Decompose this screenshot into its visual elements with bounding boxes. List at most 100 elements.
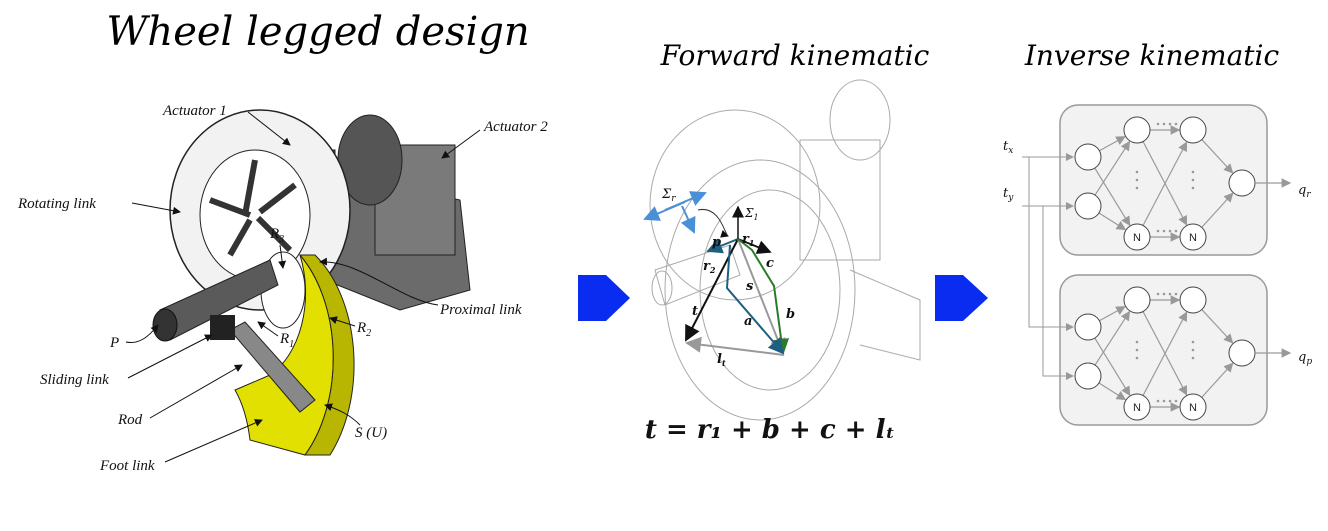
neuron xyxy=(1179,286,1207,314)
network-connection xyxy=(1099,136,1126,152)
neuron-label-n: N xyxy=(1189,232,1197,244)
ellipsis-dot xyxy=(1162,122,1166,126)
ellipsis-dot xyxy=(1135,178,1139,182)
ellipsis-dot xyxy=(1156,229,1160,233)
label-r2-vec: r2 xyxy=(703,259,716,275)
wheel-legged-design-section: Wheel legged design Actuator 1 xyxy=(17,9,548,474)
neuron xyxy=(1179,393,1207,421)
forward-kinematic-section: Forward kinematic Σr Σ1 p r1 r2 c xyxy=(643,39,930,445)
ellipsis-dot xyxy=(1162,399,1166,403)
foot-link-side xyxy=(298,254,355,456)
ellipsis-dot xyxy=(1168,292,1172,296)
neuron-label-n: N xyxy=(1133,402,1141,414)
label-c-vec: c xyxy=(766,256,774,271)
ellipsis-dot xyxy=(1191,340,1195,344)
ellipsis-dot xyxy=(1156,399,1160,403)
inverse-title: Inverse kinematic xyxy=(1024,39,1280,72)
cylinder-end xyxy=(152,308,178,342)
sigma-r-label: Σr xyxy=(661,187,676,204)
design-labels: Actuator 1 Actuator 2 Rotating link R3 P… xyxy=(17,103,548,474)
network-connection xyxy=(1094,140,1131,196)
output-qp: qp xyxy=(1298,350,1312,367)
sigma-r-y-axis xyxy=(680,205,696,234)
ellipsis-dot xyxy=(1135,348,1139,352)
ellipsis-dot xyxy=(1191,356,1195,360)
neuron xyxy=(1123,393,1151,421)
label-r3: R3 xyxy=(269,226,284,245)
design-title: Wheel legged design xyxy=(106,9,529,55)
neuron xyxy=(1123,286,1151,314)
neuron xyxy=(1228,169,1256,197)
ellipsis-dot xyxy=(1162,292,1166,296)
vector-a xyxy=(725,244,785,355)
ellipsis-dot xyxy=(1174,122,1178,126)
network-connection xyxy=(1098,382,1127,401)
ellipsis-dot xyxy=(1156,292,1160,296)
sigma-1-label: Σ1 xyxy=(744,206,759,222)
input-wire xyxy=(1042,206,1074,380)
neuron-label-n: N xyxy=(1189,402,1197,414)
label-rotating-link: Rotating link xyxy=(17,196,96,212)
label-actuator-1: Actuator 1 xyxy=(162,103,227,119)
neuron xyxy=(1123,223,1151,251)
vector-lt xyxy=(685,336,785,356)
neuron-label-n: N xyxy=(1133,232,1141,244)
label-p: P xyxy=(109,335,119,351)
network-connection xyxy=(1094,337,1131,397)
ellipsis-dot xyxy=(1191,178,1195,182)
label-rod: Rod xyxy=(117,412,143,428)
ellipsis-dot xyxy=(1191,186,1195,190)
label-r1: R1 xyxy=(279,331,294,350)
ellipsis-dot xyxy=(1191,348,1195,352)
input-ty: ty xyxy=(1003,186,1014,203)
input-wire xyxy=(1028,157,1074,331)
slider-block xyxy=(210,315,235,340)
sigma-r-x-axis-neg xyxy=(643,201,686,221)
ellipsis-dot xyxy=(1174,399,1178,403)
inverse-kinematic-section: Inverse kinematic N N N N tx ty qr qp xyxy=(1003,39,1312,426)
neuron xyxy=(1179,116,1207,144)
mechanism-outline xyxy=(649,79,921,421)
vector-p xyxy=(706,238,739,254)
ellipsis-dot xyxy=(1135,186,1139,190)
label-r1-vec: r1 xyxy=(742,232,754,248)
ellipsis-dot xyxy=(1174,229,1178,233)
rod xyxy=(229,321,316,413)
network-connection xyxy=(1098,212,1127,231)
network-connection xyxy=(1094,310,1131,366)
label-actuator-2: Actuator 2 xyxy=(483,119,548,135)
network-connection xyxy=(1201,192,1234,228)
flow-arrow-1 xyxy=(578,275,630,321)
ellipsis-dot xyxy=(1168,229,1172,233)
label-r2: R2 xyxy=(356,320,371,339)
forward-title: Forward kinematic xyxy=(660,39,930,72)
label-sliding-link: Sliding link xyxy=(40,372,109,388)
vector-r1 xyxy=(737,238,772,254)
network-connection xyxy=(1201,139,1234,174)
neuron xyxy=(1074,362,1102,390)
forward-kinematic-equation: t = r₁ + b + c + lₜ xyxy=(645,415,895,445)
label-p-vec: p xyxy=(712,235,721,250)
vector-b-c xyxy=(737,238,790,355)
neuron xyxy=(1228,339,1256,367)
ellipsis-dot xyxy=(1162,229,1166,233)
label-foot-link: Foot link xyxy=(99,458,155,474)
output-qr: qr xyxy=(1298,183,1311,200)
neuron xyxy=(1179,223,1207,251)
ellipsis-dot xyxy=(1135,356,1139,360)
network-connection xyxy=(1094,167,1131,227)
label-b-vec: b xyxy=(786,307,795,322)
neuron xyxy=(1074,313,1102,341)
network-connection xyxy=(1201,309,1234,344)
ellipsis-dot xyxy=(1168,399,1172,403)
mechanism-illustration xyxy=(152,109,471,456)
label-proximal-link: Proximal link xyxy=(439,302,522,318)
label-s-u: S (U) xyxy=(355,425,387,441)
input-tx: tx xyxy=(1003,139,1013,156)
vector-s xyxy=(737,238,786,355)
label-lt-vec: lt xyxy=(717,352,726,368)
neuron xyxy=(1123,116,1151,144)
label-a-vec: a xyxy=(744,314,752,329)
flow-arrow-2 xyxy=(935,275,988,321)
